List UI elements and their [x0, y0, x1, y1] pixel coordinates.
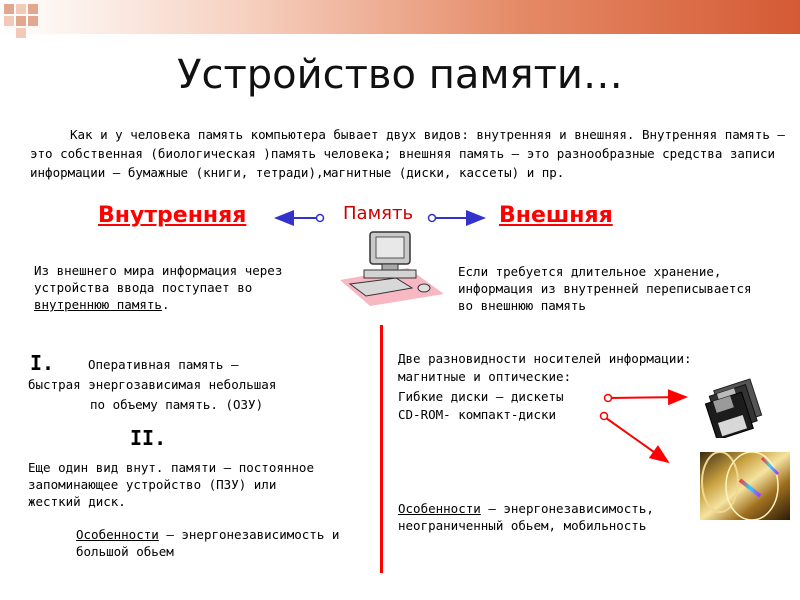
arrow-origin-dot — [603, 393, 613, 403]
arrow-to-cd — [605, 417, 670, 464]
input-end: . — [161, 297, 170, 312]
features-text: – энергонезависимость и большой обьем — [76, 527, 340, 559]
media-line-1: Две разновидности носителей информации: — [398, 351, 692, 366]
header-square — [16, 4, 26, 14]
ram-line-3: по объему память. (ОЗУ) — [90, 397, 264, 412]
header-square — [28, 4, 38, 14]
header-square — [4, 4, 14, 14]
arrow-origin-dot — [315, 213, 325, 223]
media-line-4: CD-ROM- компакт-диски — [398, 407, 557, 422]
header-gradient-bar — [0, 0, 800, 34]
cd-disc-icon — [700, 452, 790, 520]
computer-icon — [340, 231, 444, 306]
floppy-disk-icon — [704, 378, 763, 438]
media-line-3: Гибкие диски – дискеты — [398, 389, 564, 404]
features-label: Особенности — [76, 527, 159, 542]
intro-paragraph: Как и у человека память компьютера бывае… — [30, 127, 785, 180]
external-memory-label: Внешняя — [499, 203, 613, 228]
memory-label: Память — [343, 203, 414, 224]
ram-line-1: Оперативная память – — [88, 357, 239, 372]
storage-paragraph: Если требуется длительное хранение, инфо… — [458, 264, 752, 313]
header-square — [28, 16, 38, 26]
features-text: – энергонезависимость, неограниченный об… — [398, 501, 654, 533]
left-features: Особенности – энергонезависимость и боль… — [76, 526, 386, 560]
ram-line-2: быстрая энергозависимая небольшая — [28, 377, 277, 392]
header-square — [4, 16, 14, 26]
input-text: Из внешнего мира информация через устрой… — [34, 263, 283, 295]
arrow-origin-dot — [427, 213, 437, 223]
features-label: Особенности — [398, 501, 481, 516]
column-divider — [380, 325, 383, 573]
right-features: Особенности – энергонезависимость, неогр… — [398, 500, 698, 534]
media-line-2: магнитные и оптические: — [398, 369, 572, 384]
rom-paragraph: Еще один вид внут. памяти – постоянное з… — [28, 460, 314, 509]
header-square — [16, 16, 26, 26]
arrow-origin-dot — [599, 411, 609, 421]
roman-numeral-two: II. — [130, 426, 167, 450]
header-square — [16, 28, 26, 38]
internal-memory-label: Внутренняя — [98, 203, 247, 228]
roman-numeral-one: I. — [30, 351, 55, 375]
page-title: Устройство памяти… — [177, 52, 623, 98]
input-paragraph: Из внешнего мира информация через устрой… — [34, 262, 334, 313]
arrow-to-floppy — [609, 389, 688, 406]
internal-memory-link: внутреннюю память — [34, 297, 162, 312]
